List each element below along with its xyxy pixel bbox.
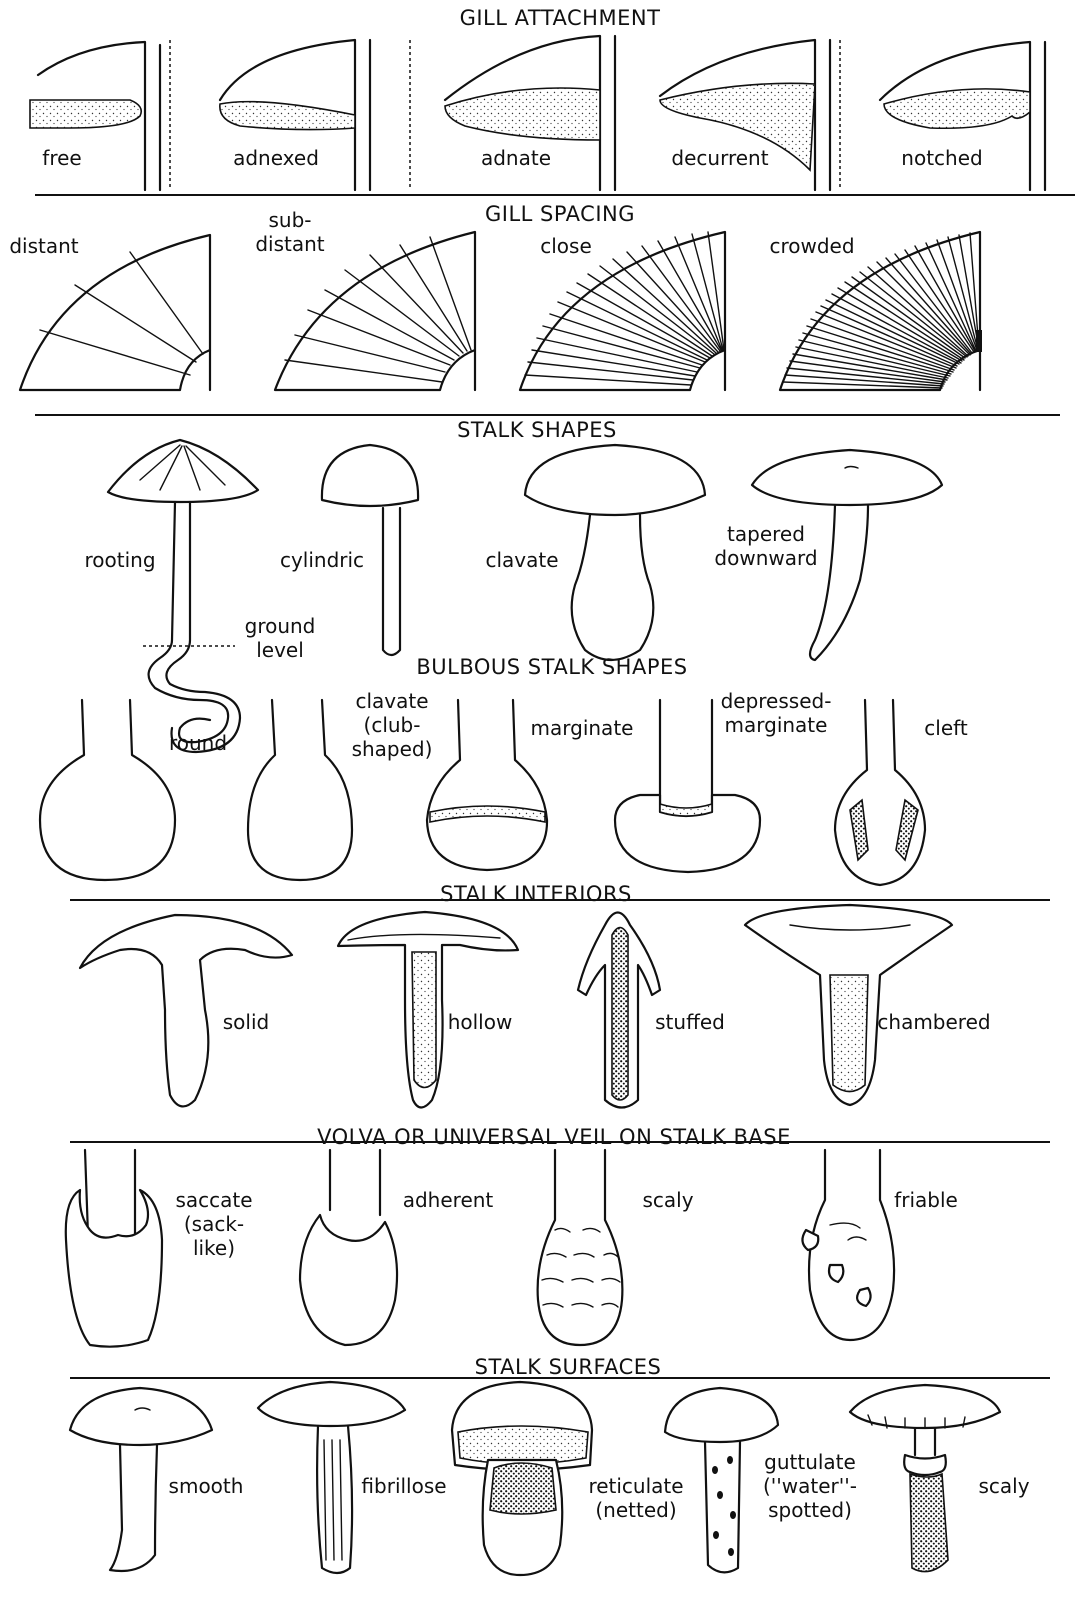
interior-stuffed-drawing (578, 913, 660, 1108)
label-reticulate: reticulate (netted) (588, 1474, 683, 1522)
bulb-round-drawing (40, 700, 175, 880)
label-round: round (169, 731, 227, 755)
label-saccate: saccate (sack- like) (175, 1188, 252, 1260)
label-hollow: hollow (448, 1010, 513, 1034)
volva-saccate-drawing (66, 1150, 162, 1347)
volva-scaly-drawing (538, 1150, 623, 1345)
label-depressed-marginate: depressed- marginate (721, 689, 832, 737)
label-volva-scaly: scaly (642, 1188, 693, 1212)
label-adherent: adherent (403, 1188, 494, 1212)
interior-chambered-drawing (745, 905, 952, 1105)
label-adnate: adnate (481, 146, 551, 170)
section-title-gill-spacing: GILL SPACING (485, 202, 635, 226)
label-clavate: clavate (485, 548, 558, 572)
label-clavate-club-shaped: clavate (club- shaped) (352, 689, 433, 761)
gill-distant-drawing (20, 235, 210, 390)
volva-adherent-drawing (300, 1150, 397, 1345)
label-rooting: rooting (84, 548, 155, 572)
label-distant: distant (9, 234, 78, 258)
section-title-stalk-shapes: STALK SHAPES (457, 418, 617, 442)
section-title-gill-attachment: GILL ATTACHMENT (460, 6, 661, 30)
label-cylindric: cylindric (280, 548, 364, 572)
section-title-bulbous-stalk-shapes: BULBOUS STALK SHAPES (416, 655, 687, 679)
surface-reticulate-drawing (452, 1382, 592, 1575)
section-title-stalk-interiors: STALK INTERIORS (440, 882, 632, 906)
bulb-clavate-drawing (248, 700, 352, 880)
label-notched: notched (901, 146, 982, 170)
label-fibrillose: fibrillose (361, 1474, 446, 1498)
label-ground-level: ground level (245, 614, 316, 662)
bulb-marginate-drawing (427, 700, 547, 870)
label-cleft: cleft (924, 716, 967, 740)
label-friable: friable (894, 1188, 958, 1212)
label-decurrent: decurrent (671, 146, 768, 170)
label-subdistant: sub- distant (255, 208, 324, 256)
section-title-volva: VOLVA OR UNIVERSAL VEIL ON STALK BASE (317, 1125, 791, 1149)
label-smooth: smooth (169, 1474, 244, 1498)
label-stuffed: stuffed (655, 1010, 725, 1034)
label-tapered-downward: tapered downward (714, 522, 817, 570)
label-adnexed: adnexed (233, 146, 319, 170)
label-marginate: marginate (531, 716, 634, 740)
label-surface-scaly: scaly (978, 1474, 1029, 1498)
label-free: free (42, 146, 81, 170)
label-solid: solid (223, 1010, 269, 1034)
section-title-stalk-surfaces: STALK SURFACES (475, 1355, 662, 1379)
label-guttulate: guttulate (''water''- spotted) (763, 1450, 857, 1522)
label-chambered: chambered (877, 1010, 990, 1034)
volva-friable-drawing (802, 1150, 894, 1340)
label-crowded: crowded (769, 234, 854, 258)
label-close: close (540, 234, 592, 258)
bulb-cleft-drawing (835, 700, 925, 885)
